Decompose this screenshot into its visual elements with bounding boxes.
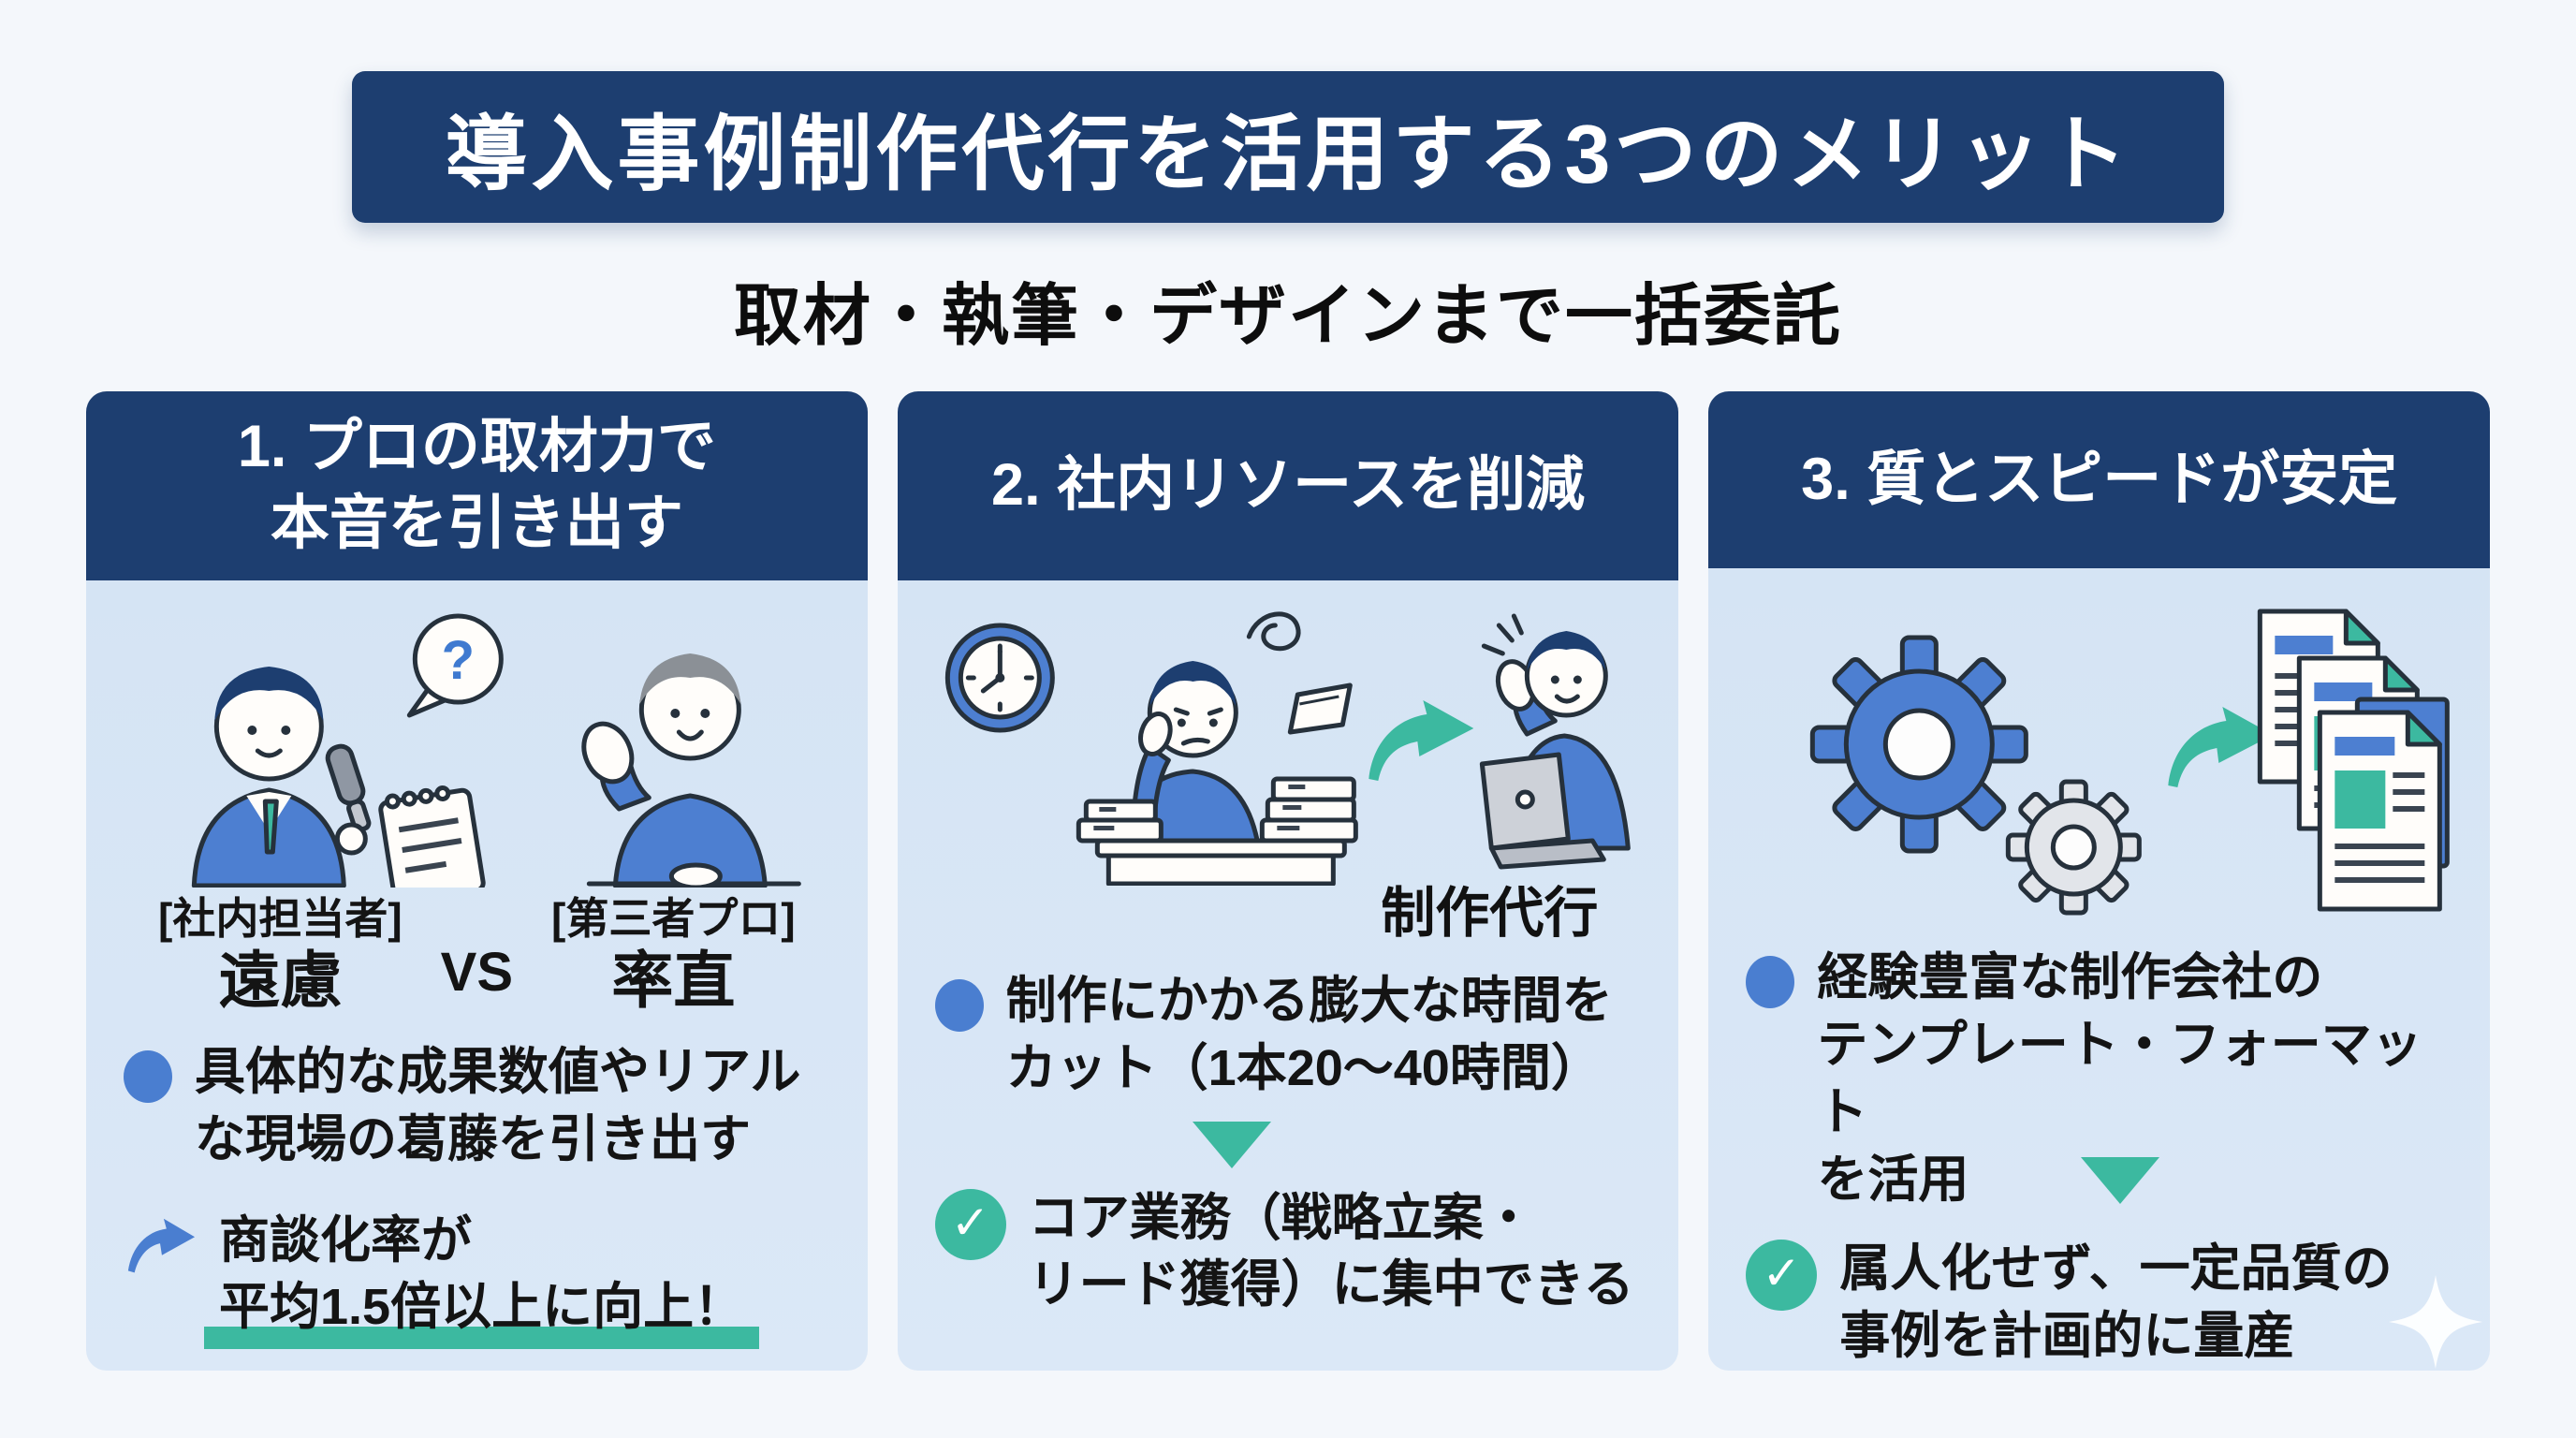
check-icon: ✓ bbox=[934, 1188, 1006, 1260]
notepad-icon bbox=[378, 785, 486, 888]
bullet-line: リード獲得）に集中できる bbox=[1028, 1256, 1634, 1313]
documents-stack-icon bbox=[2258, 609, 2451, 912]
question-bubble-icon: ? bbox=[406, 613, 504, 718]
bullet-templates: 経験豊富な制作会社の テンプレート・フォーマット を活用 bbox=[1746, 945, 2452, 1213]
desk-icon bbox=[1094, 838, 1347, 886]
interviewee-figure bbox=[581, 653, 801, 888]
panel-interview-power: 1. プロの取材力で 本音を引き出す bbox=[86, 391, 868, 1371]
vs-left-column: [社内担当者] 遠慮 bbox=[124, 894, 437, 1015]
bullet-line: 具体的な成果数値やリアル bbox=[195, 1044, 801, 1100]
outsourcing-scene-graphic bbox=[944, 611, 1631, 886]
outsourcing-illustration: 制作代行 bbox=[935, 605, 1642, 947]
gear-large-icon bbox=[1810, 635, 2029, 854]
svg-text:?: ? bbox=[442, 630, 475, 691]
bullet-text: 属人化せず、一定品質の 事例を計画的に量産 bbox=[1839, 1236, 2392, 1371]
panel-3-header-line-1: 3. 質とスピードが安定 bbox=[1801, 446, 2398, 512]
bullet-concrete-results: 具体的な成果数値やリアル な現場の葛藤を引き出す bbox=[124, 1039, 830, 1174]
bullet-line: な現場の葛藤を引き出す bbox=[195, 1110, 751, 1167]
bullet-core-work: ✓ コア業務（戦略立案・ リード獲得）に集中できる bbox=[934, 1185, 1642, 1320]
bullet-text: 商談化率が 平均1.5倍以上に向上！ bbox=[204, 1208, 760, 1350]
vs-left-word: 遠慮 bbox=[218, 946, 343, 1016]
arrow-bullet-icon bbox=[124, 1208, 197, 1350]
panel-1-header-line-1: 1. プロの取材力で bbox=[237, 414, 716, 480]
vs-label: VS bbox=[440, 942, 514, 1003]
laptop-worker-figure bbox=[1479, 613, 1631, 870]
bullet-line: を活用 bbox=[1817, 1147, 2452, 1214]
bullet-text: 制作にかかる膨大な時間を カット（1本20〜40時間） bbox=[1006, 968, 1613, 1103]
clock-icon bbox=[944, 623, 1055, 733]
bullet-time-cut: 制作にかかる膨大な時間を カット（1本20〜40時間） bbox=[934, 968, 1642, 1103]
bullet-text: 具体的な成果数値やリアル な現場の葛藤を引き出す bbox=[195, 1039, 800, 1174]
interviewer-figure bbox=[191, 667, 486, 888]
microphone-icon bbox=[325, 743, 372, 832]
bullet-text: コア業務（戦略立案・ リード獲得）に集中できる bbox=[1029, 1185, 1634, 1320]
subtitle: 取材・執筆・デザインまで一括委託 bbox=[733, 279, 1842, 354]
dot-bullet-icon bbox=[124, 1050, 172, 1103]
paper-stack-right-icon bbox=[1259, 776, 1358, 844]
vs-right-column: [第三者プロ] 率直 bbox=[517, 894, 830, 1015]
bullet-line: 経験豊富な制作会社の bbox=[1817, 949, 2323, 1006]
page-title: 導入事例制作代行を活用する3つのメリット bbox=[445, 107, 2131, 200]
down-triangle-icon bbox=[1193, 1121, 1271, 1168]
sparkle-icon bbox=[2389, 1275, 2483, 1369]
benefit-panels: 1. プロの取材力で 本音を引き出す bbox=[86, 391, 2491, 1371]
outsourcing-label: 制作代行 bbox=[1381, 883, 1599, 944]
dot-bullet-icon bbox=[934, 979, 984, 1032]
panel-2-header: 2. 社内リソースを削減 bbox=[897, 391, 1679, 580]
down-triangle-icon bbox=[2081, 1157, 2160, 1205]
panel-2-body: 制作代行 制作にかかる膨大な時間を カット（1本20〜40時間） ✓ コア業 bbox=[897, 580, 1679, 1371]
title-banner: 導入事例制作代行を活用する3つのメリット bbox=[352, 71, 2224, 223]
bullet-line: コア業務（戦略立案・ bbox=[1028, 1189, 1534, 1246]
bullet-line: 平均1.5倍以上に向上！ bbox=[204, 1274, 760, 1350]
panel-1-header-line-2: 本音を引き出す bbox=[270, 491, 683, 556]
bullet-consistent-quality: ✓ 属人化せず、一定品質の 事例を計画的に量産 bbox=[1746, 1236, 2452, 1371]
interview-scene-graphic: ? bbox=[191, 613, 801, 888]
output-arrow-icon bbox=[2168, 707, 2274, 788]
panel-1-header: 1. プロの取材力で 本音を引き出す bbox=[86, 391, 868, 580]
vs-left-tag: [社内担当者] bbox=[158, 893, 402, 943]
interview-illustration: ? bbox=[124, 607, 830, 888]
panel-2-header-line-1: 2. 社内リソースを削減 bbox=[991, 452, 1585, 519]
bullet-line: 制作にかかる膨大な時間を bbox=[1005, 973, 1613, 1029]
gear-small-icon bbox=[2006, 779, 2143, 916]
bullet-line: テンプレート・フォーマット bbox=[1817, 1016, 2422, 1140]
vs-right-word: 率直 bbox=[611, 946, 736, 1016]
vs-comparison: [社内担当者] 遠慮 VS [第三者プロ] 率直 bbox=[124, 891, 830, 1015]
highlighted-stat: 平均1.5倍以上に向上！ bbox=[204, 1274, 760, 1350]
bullet-deal-rate: 商談化率が 平均1.5倍以上に向上！ bbox=[124, 1208, 830, 1350]
stress-scribble-icon bbox=[1246, 611, 1301, 652]
bullet-line: 商談化率が bbox=[219, 1211, 472, 1269]
panel-3-header: 3. 質とスピードが安定 bbox=[1708, 391, 2491, 569]
bullet-line: 事例を計画的に量産 bbox=[1839, 1308, 2295, 1365]
production-illustration bbox=[1746, 602, 2452, 930]
dot-bullet-icon bbox=[1746, 956, 1795, 1009]
paper-stack-left-icon bbox=[1076, 799, 1164, 844]
bullet-line: 属人化せず、一定品質の bbox=[1839, 1240, 2393, 1298]
bullet-text: 経験豊富な制作会社の テンプレート・フォーマット を活用 bbox=[1817, 945, 2452, 1213]
flying-paper-icon bbox=[1287, 682, 1353, 735]
bullet-line: カット（1本20〜40時間） bbox=[1005, 1039, 1602, 1096]
panel-1-body: ? bbox=[86, 580, 868, 1371]
gears-documents-graphic bbox=[1810, 609, 2451, 916]
panel-reduce-resources: 2. 社内リソースを削減 bbox=[897, 391, 1679, 1371]
transfer-arrow-icon bbox=[1368, 700, 1474, 781]
check-icon: ✓ bbox=[1746, 1240, 1818, 1312]
panel-3-body: 経験豊富な制作会社の テンプレート・フォーマット を活用 ✓ 属人化せず、一定品… bbox=[1708, 568, 2491, 1371]
panel-quality-speed: 3. 質とスピードが安定 bbox=[1708, 391, 2491, 1371]
vs-right-tag: [第三者プロ] bbox=[551, 893, 796, 943]
